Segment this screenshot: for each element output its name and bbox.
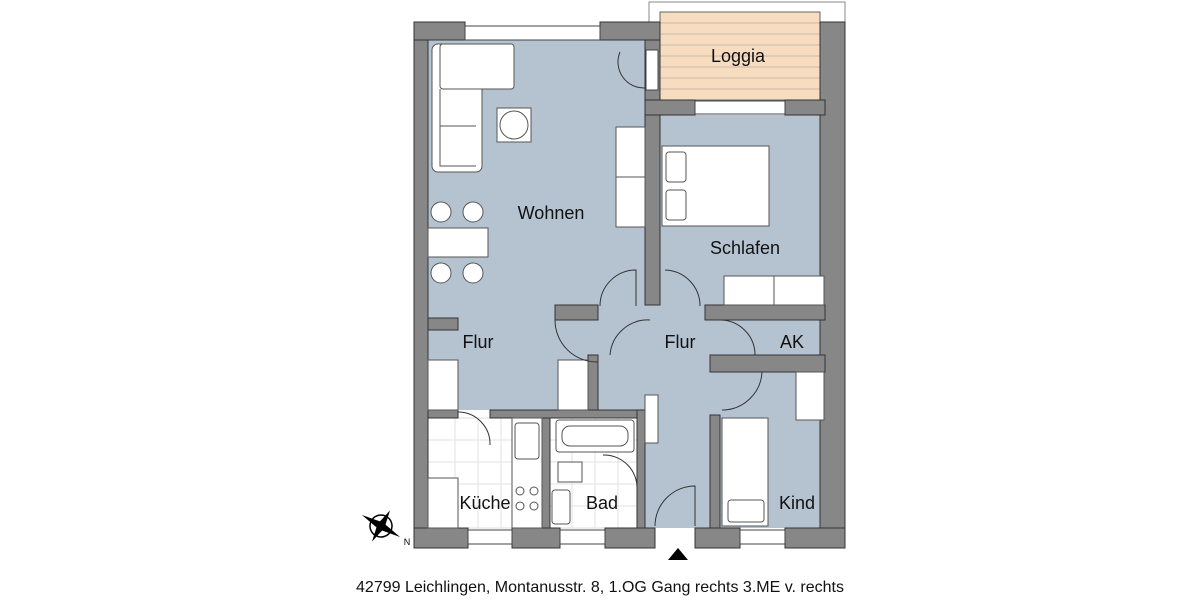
label-ak: AK [780, 332, 804, 352]
compass-rose-icon: N [361, 510, 411, 547]
loggia [648, 1, 846, 101]
windows [464, 25, 786, 545]
walls [413, 21, 846, 549]
label-flur-left: Flur [463, 332, 494, 352]
label-bad: Bad [586, 493, 618, 513]
label-kind: Kind [779, 493, 815, 513]
label-loggia: Loggia [711, 46, 766, 66]
address-caption: 42799 Leichlingen, Montanusstr. 8, 1.OG … [356, 579, 844, 596]
doors [457, 51, 763, 527]
furniture [427, 43, 825, 529]
label-schlafen: Schlafen [710, 238, 780, 258]
entrance-arrow-icon [668, 548, 688, 560]
label-flur-center: Flur [665, 332, 696, 352]
label-wohnen: Wohnen [518, 203, 585, 223]
label-kueche: Küche [459, 493, 510, 513]
svg-text:N: N [404, 537, 411, 547]
